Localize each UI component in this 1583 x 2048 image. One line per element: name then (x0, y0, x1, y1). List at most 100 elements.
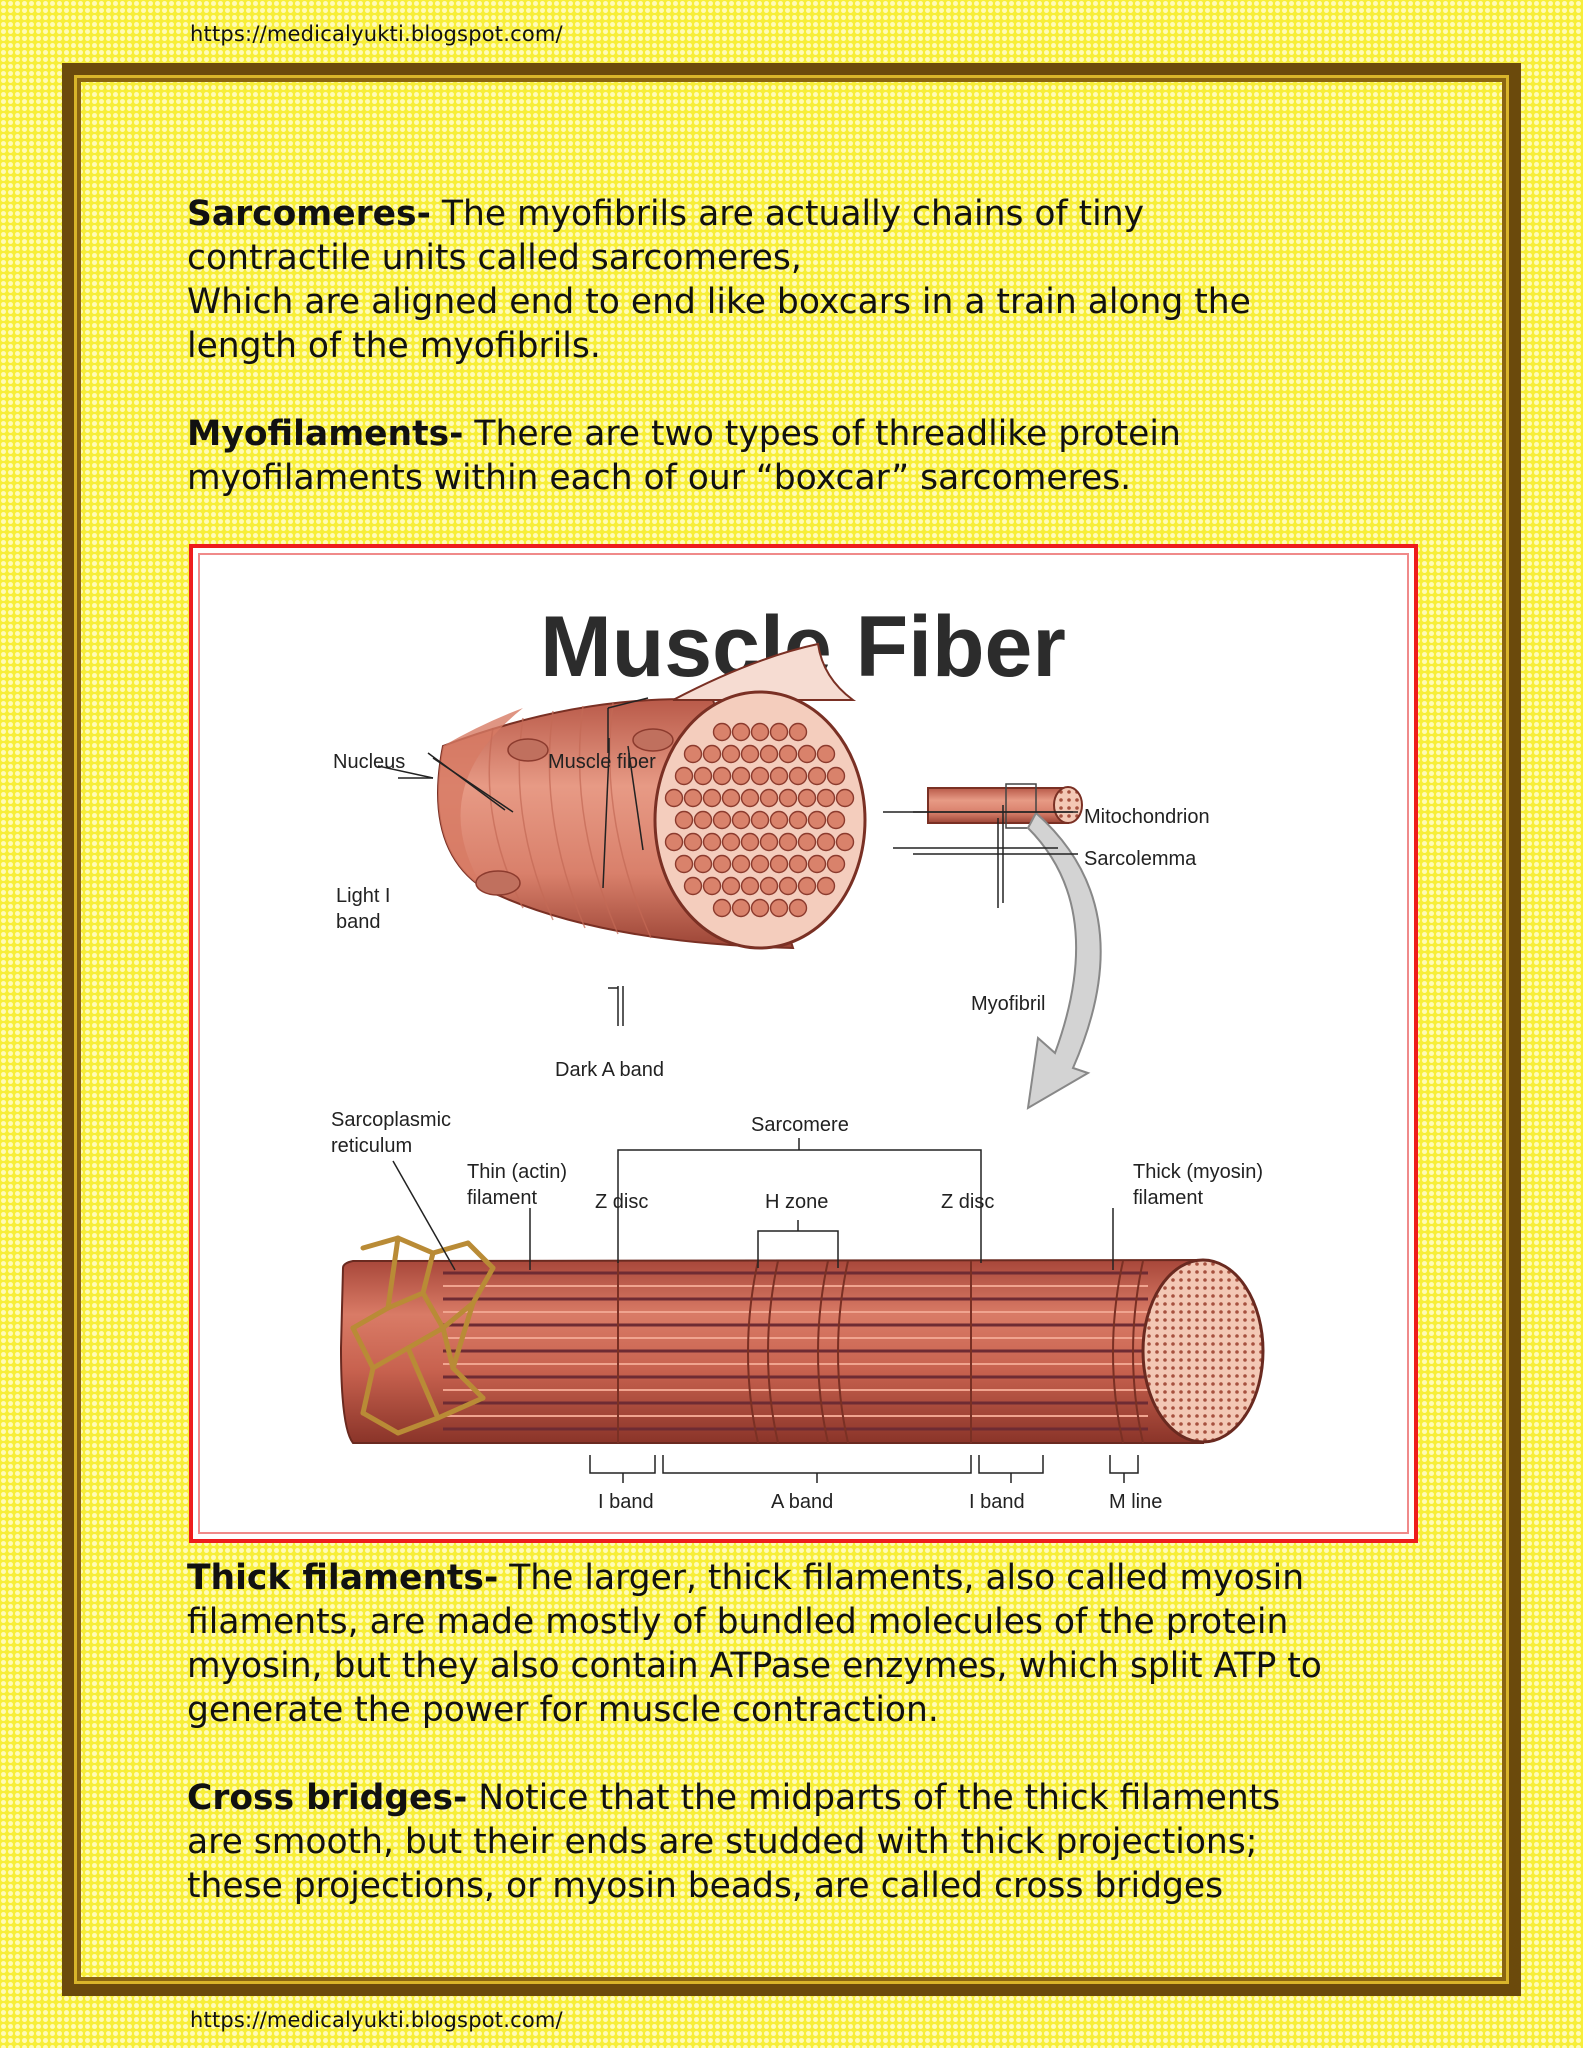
myofibril-dot (807, 854, 827, 874)
myofibril-dot (712, 810, 732, 830)
myofibril-shape (927, 787, 1069, 824)
myofibril-dot (759, 832, 779, 852)
myofibril-dot (816, 744, 836, 764)
myofibril-dot (740, 744, 760, 764)
myofibril-dot (778, 788, 798, 808)
footer-url[interactable]: https://medicalyukti.blogspot.com/ (190, 2008, 563, 2032)
reticulum-strand (450, 1365, 486, 1401)
myofibril-dot (731, 722, 751, 742)
label-sarcomere: Sarcomere (751, 1114, 849, 1136)
myofibril-dot (788, 766, 808, 786)
myofibril-dot (750, 766, 770, 786)
text-line: Notice that the midparts of the thick fi… (467, 1778, 1281, 1818)
myofibril-dot (759, 744, 779, 764)
label-thick-1: Thick (myosin) (1133, 1161, 1263, 1183)
text-line: filaments, are made mostly of bundled mo… (187, 1602, 1289, 1642)
reticulum-strand (350, 1325, 376, 1371)
reticulum-strand (385, 1235, 401, 1311)
myofibril-dot (721, 744, 741, 764)
reticulum-strand (360, 1410, 401, 1436)
myofibril-dot (750, 722, 770, 742)
sarcoplasmic-reticulum (350, 1235, 496, 1436)
label-light-band-2: band (336, 911, 381, 933)
myofibril-dot (664, 788, 684, 808)
myofibril-dot (712, 722, 732, 742)
myofibril-dot (702, 744, 722, 764)
reticulum-strand (405, 1345, 441, 1421)
myofibril-dot (674, 854, 694, 874)
text-line: generate the power for muscle contractio… (187, 1690, 939, 1730)
paragraph-cross-bridges: Cross bridges- Notice that the midparts … (187, 1776, 1417, 1908)
reticulum-strand (450, 1300, 476, 1371)
reticulum-strand (395, 1415, 441, 1436)
myofibril-bottom (339, 1235, 1265, 1444)
myofibril-dot (826, 766, 846, 786)
reticulum-strand (465, 1240, 496, 1271)
label-i-band-left: I band (598, 1491, 654, 1513)
term-sarcomeres: Sarcomeres- (187, 194, 431, 234)
myofibril-dot (683, 788, 703, 808)
term-myofilaments: Myofilaments- (187, 414, 464, 454)
reticulum-strand (405, 1325, 446, 1351)
myofibril-dot (797, 788, 817, 808)
myofibril-dot (683, 876, 703, 896)
label-thin-2: filament (467, 1187, 537, 1209)
label-i-band-right: I band (969, 1491, 1025, 1513)
thick-filament-cross-section (1141, 1258, 1265, 1444)
myofibril-dot (693, 854, 713, 874)
reticulum-strand (395, 1235, 436, 1256)
myofibril-dot (797, 876, 817, 896)
label-mitochondrion: Mitochondrion (1084, 806, 1210, 828)
text-line: contractile units called sarcomeres, (187, 238, 802, 278)
myofibril-dot (769, 810, 789, 830)
myofibril-dot (788, 810, 808, 830)
myofibril-dot (702, 788, 722, 808)
myofibril-dot (750, 810, 770, 830)
text-line: length of the myofibrils. (187, 326, 601, 366)
myofibril-dot (759, 788, 779, 808)
label-a-band: A band (771, 1491, 833, 1513)
label-myofibril: Myofibril (971, 993, 1045, 1015)
myofibril-dot (740, 876, 760, 896)
myofibril-dot (702, 832, 722, 852)
muscle-fiber-figure: Muscle Fiber (189, 544, 1418, 1543)
myofibril-cross-sections (664, 722, 855, 918)
myofibril-dot (769, 898, 789, 918)
myofibril-dot (778, 876, 798, 896)
header-url[interactable]: https://medicalyukti.blogspot.com/ (190, 22, 563, 46)
label-z-disc-right: Z disc (941, 1191, 994, 1213)
myofibril-dot (712, 854, 732, 874)
myofibril-dot (816, 832, 836, 852)
label-sarcoplasmic-2: reticulum (331, 1135, 412, 1157)
reticulum-strand (360, 1235, 401, 1251)
myofibril-dot (712, 766, 732, 786)
page-frame (62, 63, 1521, 1996)
reticulum-strand (430, 1240, 471, 1256)
myofibril-dot (731, 810, 751, 830)
paragraph-myofilaments: Myofilaments- There are two types of thr… (187, 412, 1417, 500)
label-muscle-fiber: Muscle fiber (548, 751, 656, 773)
myofibril-dot (721, 832, 741, 852)
myofibril-dot (759, 876, 779, 896)
reticulum-strand (350, 1305, 391, 1331)
myofibril-dot (683, 744, 703, 764)
myofibril-dot (778, 832, 798, 852)
myofibril-dot (664, 832, 684, 852)
text-line: Which are aligned end to end like boxcar… (187, 282, 1251, 322)
muscle-fiber-diagram: Muscle Fiber (331, 599, 1265, 1513)
myofibril-dot (769, 722, 789, 742)
myofibril-dot (816, 876, 836, 896)
sarcolemma-flap (672, 642, 857, 701)
myofibril-dot (788, 854, 808, 874)
myofibril-dot (778, 744, 798, 764)
myofibril-dot (769, 766, 789, 786)
muscle-fiber-top (437, 642, 1102, 1110)
term-thick-filaments: Thick filaments- (187, 1558, 499, 1598)
myofibril-dot (674, 766, 694, 786)
label-h-zone: H zone (765, 1191, 828, 1213)
myofibril-dot (816, 788, 836, 808)
myofibril-dot (769, 854, 789, 874)
label-thin-1: Thin (actin) (467, 1161, 567, 1183)
text-line: myosin, but they also contain ATPase enz… (187, 1646, 1322, 1686)
myofibril-dot (750, 898, 770, 918)
